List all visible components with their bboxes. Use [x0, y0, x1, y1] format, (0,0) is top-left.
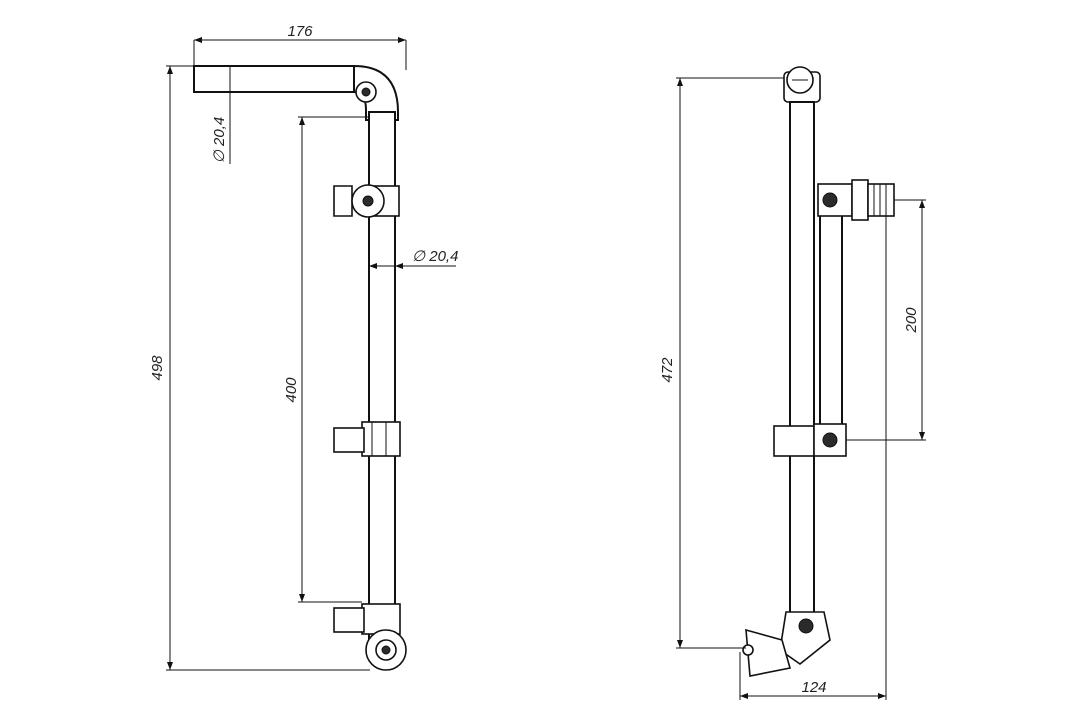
right-secondary-tube — [819, 213, 843, 429]
left-middle-clamp — [333, 421, 401, 457]
left-top-arm — [193, 65, 355, 93]
right-bottom-swivel — [742, 611, 831, 677]
left-dim-diameter-top: ∅ 20,4 — [211, 117, 228, 163]
right-dim-width: 124 — [801, 679, 826, 696]
right-dim-spacing: 200 — [903, 307, 920, 334]
left-dim-diameter-tube: ∅ 20,4 — [412, 248, 458, 265]
right-dim-height: 472 — [659, 357, 676, 383]
right-lower-connector — [773, 423, 847, 457]
left-dim-width: 176 — [287, 23, 313, 40]
left-view: 176 498 400 ∅ 20,4 ∅ 20,4 — [149, 23, 458, 671]
left-lower-clamp — [333, 603, 407, 671]
left-upper-clamp — [333, 184, 400, 218]
left-dim-height: 498 — [149, 355, 166, 381]
left-dim-spacing: 400 — [283, 377, 300, 403]
right-view: 472 200 124 — [659, 66, 926, 700]
right-upper-connector — [817, 179, 895, 221]
right-main-tube — [789, 101, 815, 623]
right-top-cap — [783, 66, 821, 103]
